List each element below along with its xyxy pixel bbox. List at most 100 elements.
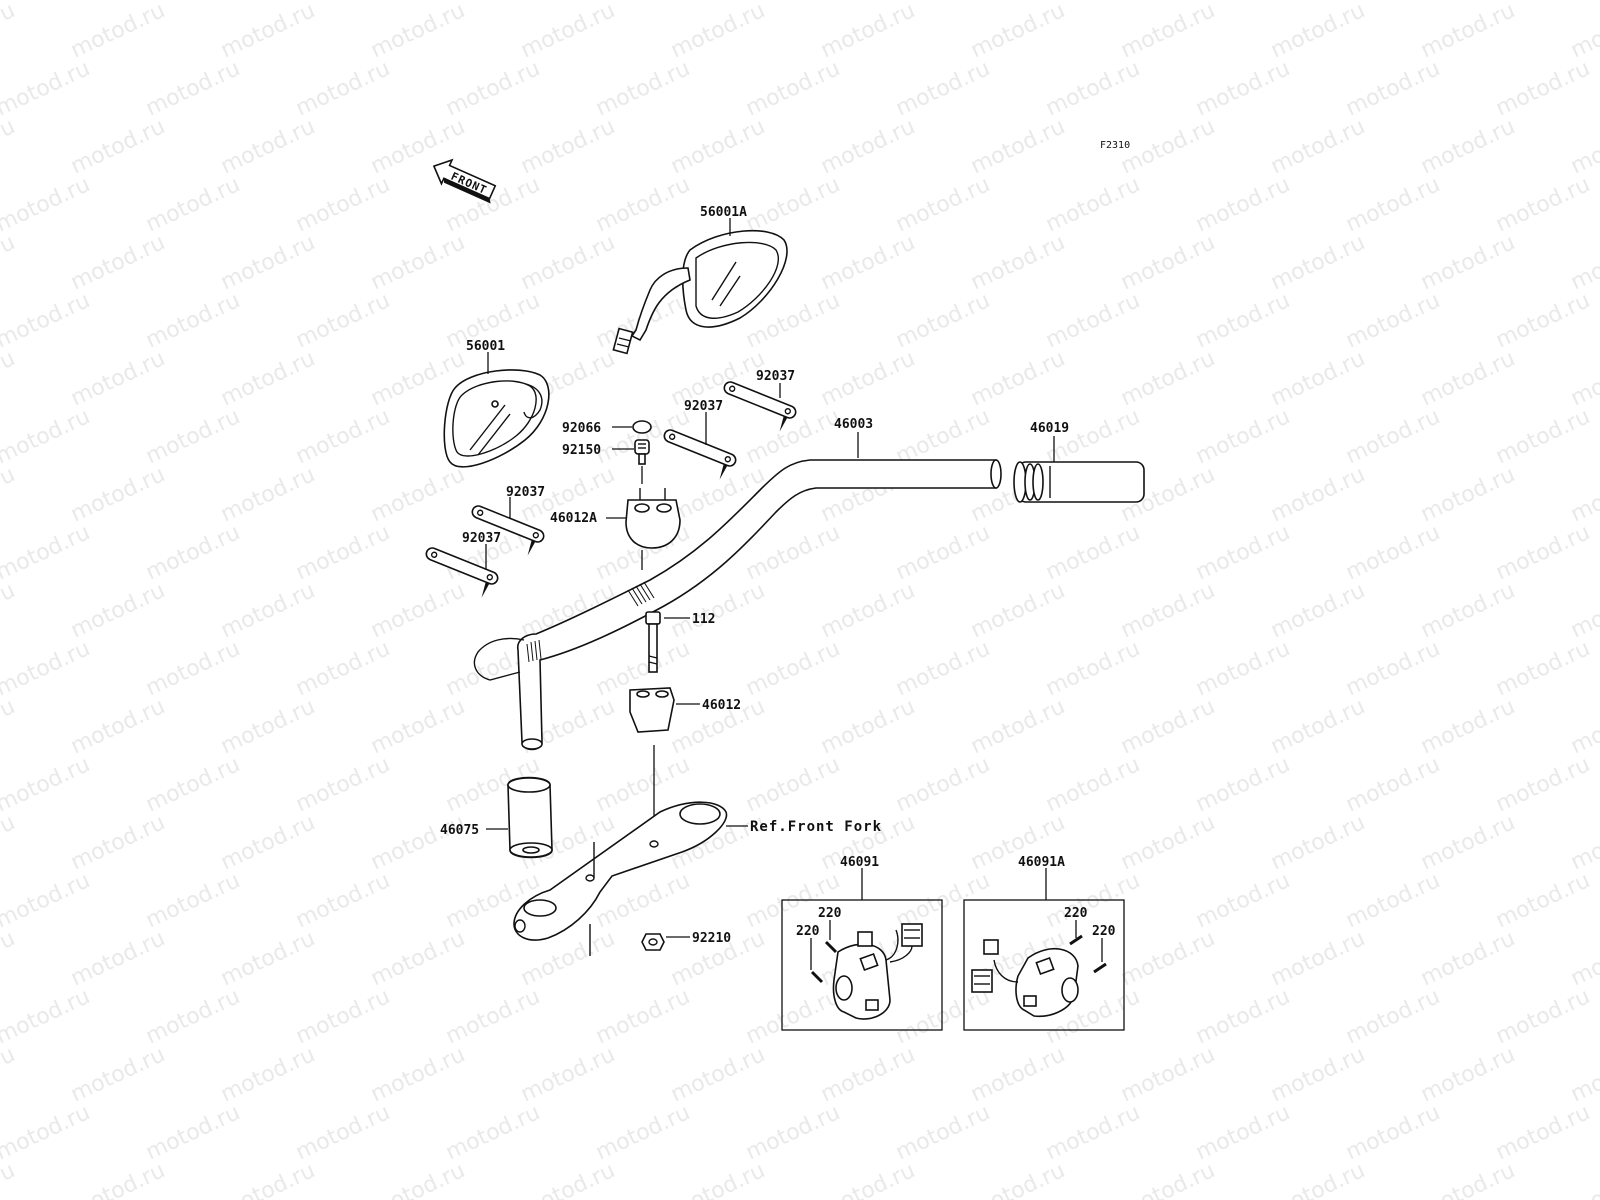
watermark-text: motod.ru (217, 694, 319, 759)
watermark-text: motod.ru (592, 984, 694, 1049)
watermark-text: motod.ru (67, 926, 169, 991)
bolt-small[interactable] (634, 439, 650, 465)
label-handlebar: 46003 (834, 417, 873, 432)
watermark-text: motod.ru (0, 1158, 19, 1200)
watermark-text: motod.ru (0, 1042, 19, 1107)
watermark-text: motod.ru (0, 636, 94, 701)
bolt-long[interactable] (645, 611, 661, 673)
watermark-text: motod.ru (1567, 0, 1600, 63)
watermark-text: motod.ru (217, 230, 319, 295)
watermark-text: motod.ru (0, 0, 94, 5)
watermark-text: motod.ru (967, 0, 1069, 63)
grip-left[interactable] (507, 776, 553, 859)
switch-right-screw-1[interactable] (1069, 934, 1083, 946)
clamp-plate-1[interactable] (717, 380, 798, 434)
watermark-text: motod.ru (1567, 926, 1600, 991)
label-bolt-long: 112 (692, 612, 715, 627)
watermark-text: motod.ru (1192, 56, 1294, 121)
watermark-text: motod.ru (1342, 636, 1444, 701)
watermark-text: motod.ru (967, 230, 1069, 295)
watermark-text: motod.ru (67, 810, 169, 875)
watermark-text: motod.ru (892, 636, 994, 701)
watermark-text: motod.ru (1117, 0, 1219, 63)
watermark-text: motod.ru (67, 0, 169, 63)
watermark-text: motod.ru (1342, 752, 1444, 817)
watermark-text: motod.ru (217, 0, 319, 63)
switch-left[interactable] (832, 923, 923, 1020)
watermark-text: motod.ru (1042, 172, 1144, 237)
watermark-text: motod.ru (892, 520, 994, 585)
label-clamp-plate-2: 92037 (684, 399, 723, 414)
switch-left-screw-2[interactable] (824, 940, 838, 954)
watermark-text: motod.ru (742, 56, 844, 121)
watermark-text: motod.ru (0, 462, 19, 527)
watermark-text: motod.ru (817, 114, 919, 179)
watermark-text: motod.ru (1267, 1158, 1369, 1200)
watermark-text: motod.ru (292, 636, 394, 701)
nut[interactable] (641, 933, 665, 951)
label-bolt-small: 92150 (562, 443, 601, 458)
clamp-plate-4[interactable] (419, 546, 500, 600)
watermark-text: motod.ru (1342, 404, 1444, 469)
switch-left-screw-1[interactable] (810, 970, 824, 984)
switch-right-screw-2[interactable] (1093, 962, 1107, 974)
watermark-text: motod.ru (292, 172, 394, 237)
label-clamp-plate-1: 92037 (756, 369, 795, 384)
watermark-text: motod.ru (1042, 1100, 1144, 1165)
watermark-text: motod.ru (1042, 404, 1144, 469)
watermark-text: motod.ru (817, 1042, 919, 1107)
clamp-plate-2[interactable] (657, 428, 738, 482)
watermark-text: motod.ru (1267, 114, 1369, 179)
upper-triple-clamp[interactable] (513, 801, 728, 956)
watermark-text: motod.ru (0, 752, 94, 817)
watermark-text: motod.ru (1492, 868, 1594, 933)
watermark-text: motod.ru (1267, 230, 1369, 295)
watermark-text: motod.ru (742, 172, 844, 237)
watermark-text: motod.ru (1117, 694, 1219, 759)
watermark-text: motod.ru (0, 984, 94, 1049)
label-clamp-plate-3: 92037 (506, 485, 545, 500)
watermark-text: motod.ru (1417, 230, 1519, 295)
watermark-text: motod.ru (1192, 520, 1294, 585)
grip-throttle[interactable] (1013, 461, 1145, 503)
watermark-text: motod.ru (0, 56, 94, 121)
holder-upper[interactable] (625, 488, 681, 549)
watermark-text: motod.ru (142, 404, 244, 469)
watermark-text: motod.ru (1042, 520, 1144, 585)
label-switch-left-screw-2: 220 (818, 906, 842, 921)
watermark-text: motod.ru (292, 868, 394, 933)
watermark-text: motod.ru (1567, 1042, 1600, 1107)
watermark-text: motod.ru (67, 694, 169, 759)
mirror-right[interactable] (612, 229, 788, 355)
label-grip-throttle: 46019 (1030, 421, 1069, 436)
watermark-text: motod.ru (1492, 752, 1594, 817)
holder-lower[interactable] (629, 687, 675, 733)
watermark-text: motod.ru (0, 404, 94, 469)
label-mirror-right: 56001A (700, 205, 747, 220)
watermark-text: motod.ru (142, 56, 244, 121)
handlebar[interactable] (473, 459, 1002, 751)
watermark-text: motod.ru (142, 172, 244, 237)
watermark-text: motod.ru (967, 578, 1069, 643)
switch-right[interactable] (971, 939, 1079, 1018)
watermark-text: motod.ru (142, 1100, 244, 1165)
watermark-text: motod.ru (1417, 810, 1519, 875)
watermark-text: motod.ru (1117, 926, 1219, 991)
clamp-plate-3[interactable] (465, 504, 546, 558)
watermark-text: motod.ru (367, 694, 469, 759)
watermark-text: motod.ru (1267, 462, 1369, 527)
label-grip-left: 46075 (440, 823, 479, 838)
label-switch-left-screw-1: 220 (796, 924, 820, 939)
watermark-text: motod.ru (1342, 288, 1444, 353)
watermark-text: motod.ru (892, 1100, 994, 1165)
watermark-text: motod.ru (1192, 984, 1294, 1049)
watermark-text: motod.ru (1492, 984, 1594, 1049)
mirror-left[interactable] (443, 369, 550, 468)
watermark-text: motod.ru (1567, 578, 1600, 643)
watermark-text: motod.ru (1267, 0, 1369, 63)
cap[interactable] (632, 420, 652, 434)
watermark-text: motod.ru (67, 462, 169, 527)
watermark-text: motod.ru (517, 1158, 619, 1200)
watermark-text: motod.ru (0, 172, 94, 237)
